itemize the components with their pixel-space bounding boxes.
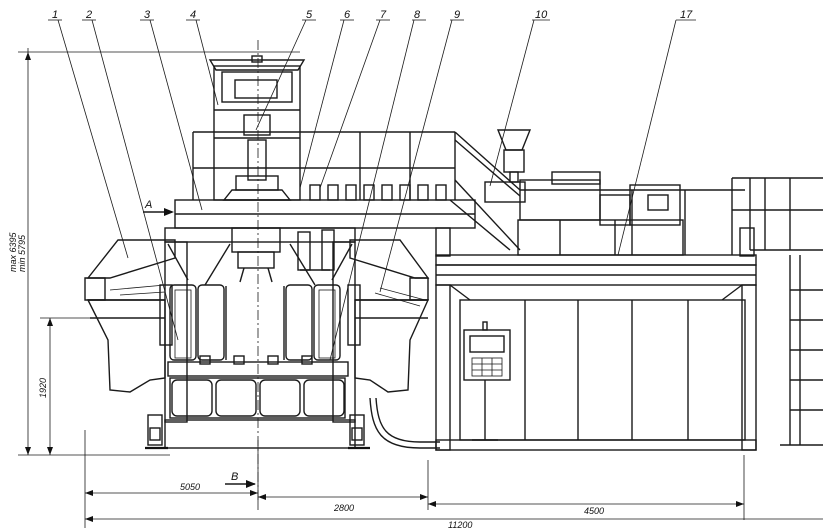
tipping-vessel [84,239,430,393]
callout-7: 7 [380,9,387,21]
central-frame [145,227,370,450]
view-label-a: A [144,199,152,211]
callout-5: 5 [306,9,313,21]
callout-1: 1 [52,9,58,21]
dimension-labels: 5050 2800 4500 11200 max 6395 min 5795 1… [8,231,604,530]
dim-width-right: 4500 [584,506,604,516]
upper-structure [174,55,755,257]
dim-height-axis: 1920 [38,378,48,398]
dim-width-mid: 2800 [333,503,354,513]
dim-width-left: 5050 [180,482,200,492]
callout-labels: 1 2 3 4 5 6 7 8 9 10 17 [52,9,693,21]
callout-2: 2 [85,9,92,21]
callout-4: 4 [190,9,196,21]
control-panel [463,329,511,381]
callout-9: 9 [454,9,460,21]
dim-height-max: max 6395 [8,231,18,272]
callout-3: 3 [144,9,151,21]
dim-height-min: min 5795 [17,234,27,272]
callout-17: 17 [680,9,693,21]
view-arrow-a: A [143,199,174,216]
view-arrow-b: B [225,471,256,488]
callout-8: 8 [414,9,421,21]
roller-conveyor [309,184,447,201]
view-label-b: B [231,471,238,483]
flexible-hose [369,397,440,449]
callout-6: 6 [344,9,351,21]
leader-lines [48,19,696,361]
far-right-structure [731,177,823,446]
feeder-mixer [484,129,745,256]
dimension-lines [18,48,823,528]
callout-10: 10 [535,9,548,21]
dim-width-total: 11200 [448,520,472,530]
right-frame [435,254,757,451]
